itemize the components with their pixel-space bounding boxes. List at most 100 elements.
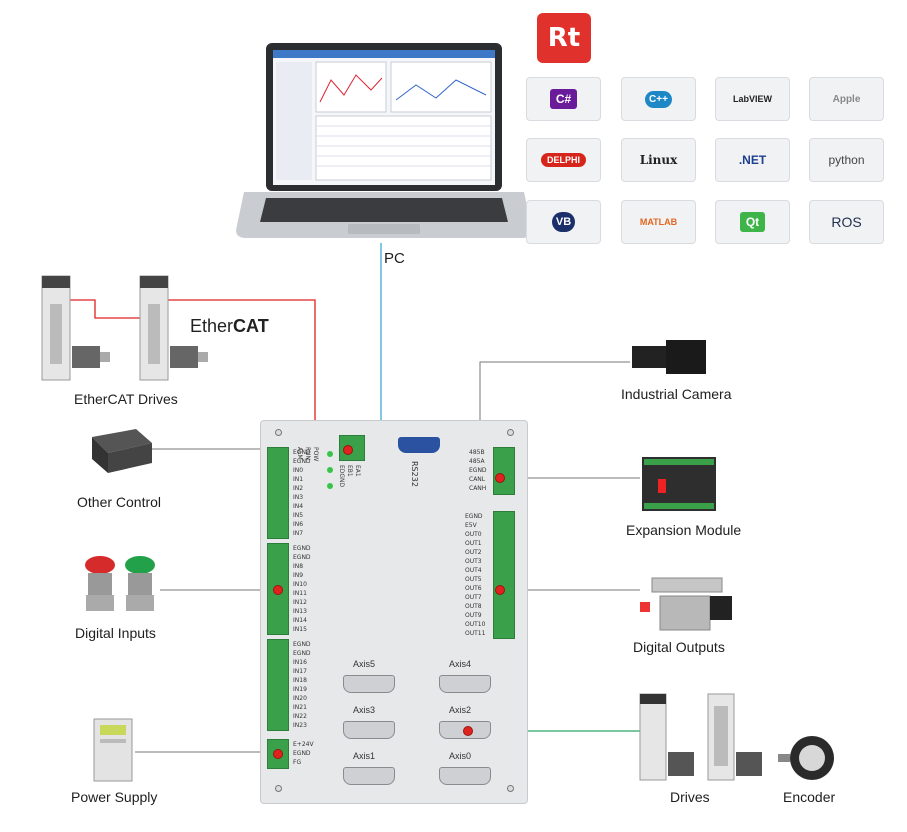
terminal-pin-label: EGND	[293, 458, 311, 465]
laptop-image	[236, 40, 532, 245]
ethercat-drives-label: EtherCAT Drives	[74, 391, 178, 407]
axis3-label: Axis3	[353, 705, 376, 715]
connection-point-icon	[463, 726, 473, 736]
terminal-pin-label: EGND	[293, 545, 311, 552]
encoder-image	[778, 732, 838, 784]
pc-label: PC	[384, 250, 405, 267]
terminal-pin-label: IN5	[293, 512, 304, 519]
mount-screw-icon	[507, 785, 514, 792]
run-led-icon	[327, 467, 333, 473]
qt-logo-tile: Qt	[715, 200, 790, 244]
terminal-pin-label: IN19	[293, 686, 307, 693]
linux-logo-tile: Linux	[621, 138, 696, 182]
delphi-logo-tile: DELPHI	[526, 138, 601, 182]
axis1-label: Axis1	[353, 751, 376, 761]
terminal-pin-label: EGND	[293, 554, 311, 561]
terminal-pin-label: OUT5	[465, 576, 482, 583]
connection-point-icon	[273, 585, 283, 595]
terminal-pin-label: OUT10	[465, 621, 486, 628]
terminal-pin-label: CANH	[469, 485, 487, 492]
axis5-connector[interactable]	[343, 675, 395, 693]
terminal-pin-label: IN12	[293, 599, 307, 606]
terminal-pin-label: E5V	[465, 522, 477, 529]
terminal-pin-label: IN10	[293, 581, 307, 588]
digital-outputs-image	[640, 574, 738, 634]
camera-line	[479, 361, 630, 420]
pow-led-icon	[327, 451, 333, 457]
axis0-label: Axis0	[449, 751, 472, 761]
axis1-connector[interactable]	[343, 767, 395, 785]
terminal-pin-label: IN1	[293, 476, 304, 483]
can-pin-label: EDGND	[338, 465, 345, 488]
axis2-label: Axis2	[449, 705, 472, 715]
terminal-pin-label: IN13	[293, 608, 307, 615]
axis3-connector[interactable]	[343, 721, 395, 739]
terminal-pin-label: OUT1	[465, 540, 482, 547]
terminal-pin-label: OUT7	[465, 594, 482, 601]
terminal-pin-label: EGND	[465, 513, 483, 520]
terminal-pin-label: OUT8	[465, 603, 482, 610]
drives-image	[638, 692, 768, 784]
terminal-pin-label: IN0	[293, 467, 304, 474]
digital-inputs-image	[80, 553, 160, 615]
vb-logo-tile: VB	[526, 200, 601, 244]
python-logo-tile: python	[809, 138, 884, 182]
matlab-logo-tile: MATLAB	[621, 200, 696, 244]
input-terminal-block-1[interactable]	[267, 447, 289, 539]
terminal-pin-label: IN6	[293, 521, 304, 528]
terminal-pin-label: IN15	[293, 626, 307, 633]
drives-label: Drives	[670, 789, 710, 805]
terminal-pin-label: IN9	[293, 572, 304, 579]
terminal-pin-label: EGND	[293, 641, 311, 648]
digital-outputs-label: Digital Outputs	[633, 639, 725, 655]
expansion-module-label: Expansion Module	[626, 522, 742, 538]
rt-logo: Rt	[537, 13, 591, 63]
input-terminal-block-3[interactable]	[267, 639, 289, 731]
terminal-pin-label: IN18	[293, 677, 307, 684]
axis0-connector[interactable]	[439, 767, 491, 785]
ethercat-drives-image	[40, 274, 210, 382]
connection-point-icon	[495, 473, 505, 483]
other-control-label: Other Control	[77, 494, 162, 510]
terminal-pin-label: OUT11	[465, 630, 486, 637]
axis4-connector[interactable]	[439, 675, 491, 693]
terminal-pin-label: IN2	[293, 485, 304, 492]
terminal-pin-label: EGND	[469, 467, 487, 474]
rs232-label: RS232	[410, 461, 419, 487]
terminal-pin-label: IN20	[293, 695, 307, 702]
dotnet-logo-tile: .NET	[715, 138, 790, 182]
terminal-pin-label: IN16	[293, 659, 307, 666]
terminal-pin-label: OUT9	[465, 612, 482, 619]
ethercat-logo: EtherCAT	[190, 316, 269, 336]
labview-logo-tile: LabVIEW	[715, 77, 790, 121]
can-pin-label: EB1	[346, 465, 353, 477]
rs232-port[interactable]	[398, 437, 440, 453]
encoder-label: Encoder	[783, 789, 836, 805]
terminal-pin-label: IN11	[293, 590, 307, 597]
terminal-pin-label: IN7	[293, 530, 304, 537]
mount-screw-icon	[507, 429, 514, 436]
expansion-module-image	[640, 455, 718, 513]
connection-point-icon	[273, 749, 283, 759]
terminal-pin-label: CANL	[469, 476, 486, 483]
terminal-pin-label: IN3	[293, 494, 304, 501]
terminal-pin-label: OUT4	[465, 567, 482, 574]
axis4-label: Axis4	[449, 659, 472, 669]
terminal-pin-label: OUT6	[465, 585, 482, 592]
digital-inputs-label: Digital Inputs	[75, 625, 156, 641]
terminal-pin-label: OUT3	[465, 558, 482, 565]
can-pin-label: EA1	[354, 465, 361, 477]
terminal-pin-label: 485B	[469, 449, 485, 456]
terminal-pin-label: EGND	[293, 449, 311, 456]
terminal-pin-label: IN4	[293, 503, 304, 510]
terminal-pin-label: IN17	[293, 668, 307, 675]
terminal-pin-label: IN8	[293, 563, 304, 570]
can-terminal-block[interactable]	[493, 447, 515, 495]
apple-logo-tile: Apple	[809, 77, 884, 121]
industrial-camera-label: Industrial Camera	[621, 386, 732, 402]
output-terminal-block[interactable]	[493, 511, 515, 639]
terminal-pin-label: EGND	[293, 650, 311, 657]
terminal-pin-label: IN21	[293, 704, 307, 711]
terminal-pin-label: IN14	[293, 617, 307, 624]
